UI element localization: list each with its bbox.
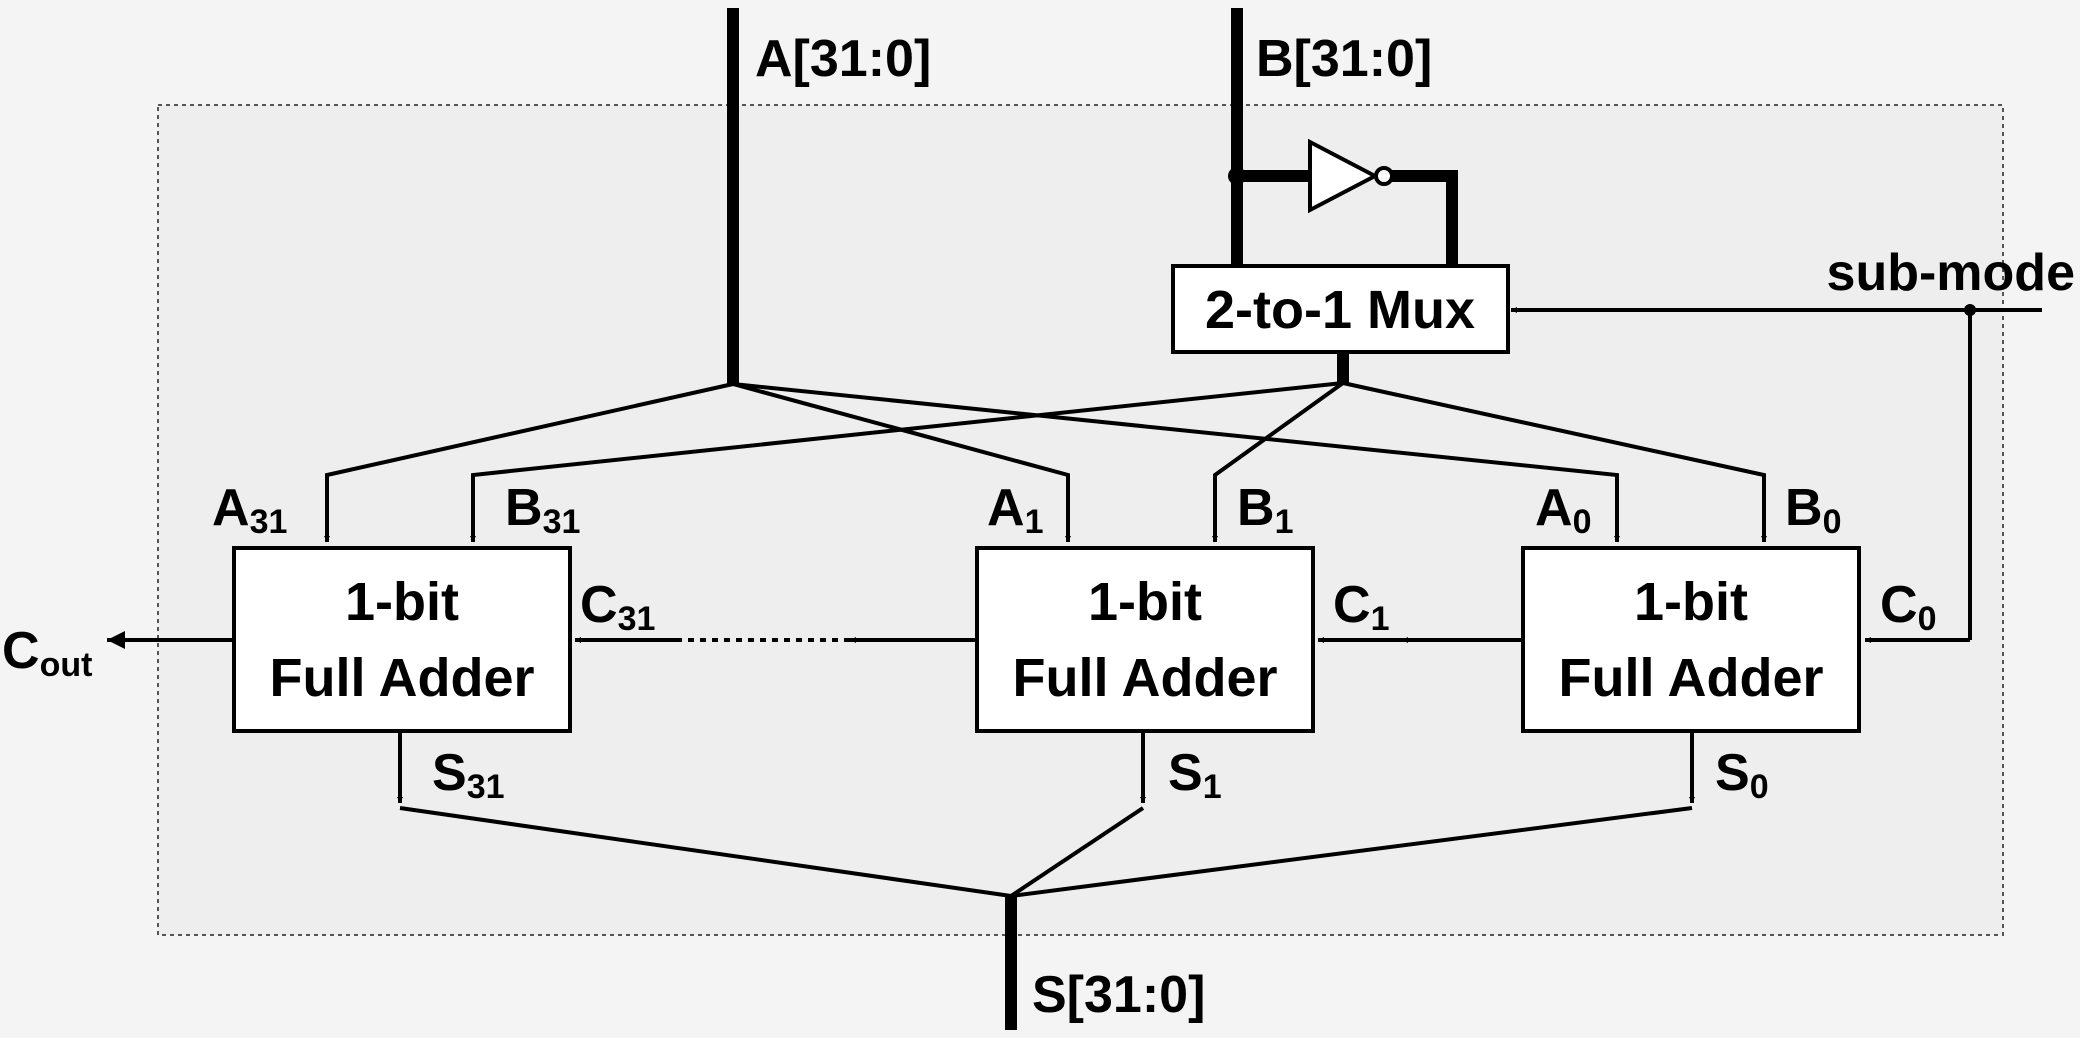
s-bus-label: S[31:0] [1032,966,1205,1024]
b0-index: 0 [1823,503,1842,541]
b1-wire [1212,381,1345,542]
s0-merge-wire [1010,806,1693,898]
s31-label: S [432,744,467,802]
b-bus-label: B[31:0] [1256,30,1432,88]
b31-index: 31 [543,503,581,541]
c1-label: C [1333,576,1371,634]
inverter-icon [1308,138,1380,214]
a1-index: 1 [1025,503,1044,541]
inverter-bubble [1374,166,1394,186]
s1-label: S [1168,744,1203,802]
s1-index: 1 [1203,768,1222,806]
adder-0-line1: 1-bit [1634,572,1748,632]
c31-text: C31 [580,576,655,638]
a0-label: A [1535,479,1573,537]
s1-merge-wire [1009,806,1145,898]
svg-text:B1: B1 [1237,479,1293,541]
b31-label: B [505,479,543,537]
svg-text:B0: B0 [1785,479,1841,541]
adder-1-line2: Full Adder [1013,648,1278,708]
adder-31-inputs: A31 B31 [212,479,580,541]
full-adder-0: 1-bit Full Adder [1521,546,1861,733]
c31-label: C [580,576,618,634]
mux-label: 2-to-1 Mux [1205,280,1475,340]
b31-wire [470,381,1344,542]
s1-text: S1 [1168,744,1222,806]
adder-0-line2: Full Adder [1559,648,1824,708]
adder-1-line1: 1-bit [1088,572,1202,632]
enclosure-box [157,104,2004,936]
full-adder-31: 1-bit Full Adder [232,546,572,733]
s31-text: S31 [432,744,505,806]
cout-label: C [2,622,40,680]
adder-31-line1: 1-bit [345,572,459,632]
c1-index: 1 [1371,600,1390,638]
sub-mode-label: sub-mode [1827,244,2075,302]
a0-wire [732,382,1620,542]
adder-0-inputs: A0 B0 [1535,479,1841,541]
mux-box [1171,264,1510,354]
a31-wire [324,382,734,542]
svg-text:A31: A31 [212,479,287,541]
svg-text:A0: A0 [1535,479,1591,541]
a31-label: A [212,479,250,537]
b0-label: B [1785,479,1823,537]
c0-text: C0 [1880,576,1936,638]
s31-merge-wire [399,806,1012,898]
c31-index: 31 [618,600,656,638]
cout-text: Cout [2,622,92,684]
a31-index: 31 [250,503,288,541]
cout-sub: out [40,646,93,684]
c0-label: C [1880,576,1918,634]
b1-index: 1 [1275,503,1294,541]
adder-31-line2: Full Adder [270,648,535,708]
b1-label: B [1237,479,1275,537]
full-adder-1: 1-bit Full Adder [975,546,1315,733]
svg-text:A1: A1 [987,479,1043,541]
a-bus-label: A[31:0] [755,30,931,88]
a1-label: A [987,479,1025,537]
c0-index: 0 [1918,600,1937,638]
s31-index: 31 [467,768,505,806]
s0-text: S0 [1715,744,1769,806]
svg-text:B31: B31 [505,479,580,541]
s0-label: S [1715,744,1750,802]
c1-text: C1 [1333,576,1389,638]
a0-index: 0 [1573,503,1592,541]
b0-wire [1342,381,1767,542]
s0-index: 0 [1750,768,1769,806]
inverted-b-bus [1392,170,1458,270]
a1-wire [732,382,1071,542]
adder-1-inputs: A1 B1 [987,479,1293,541]
